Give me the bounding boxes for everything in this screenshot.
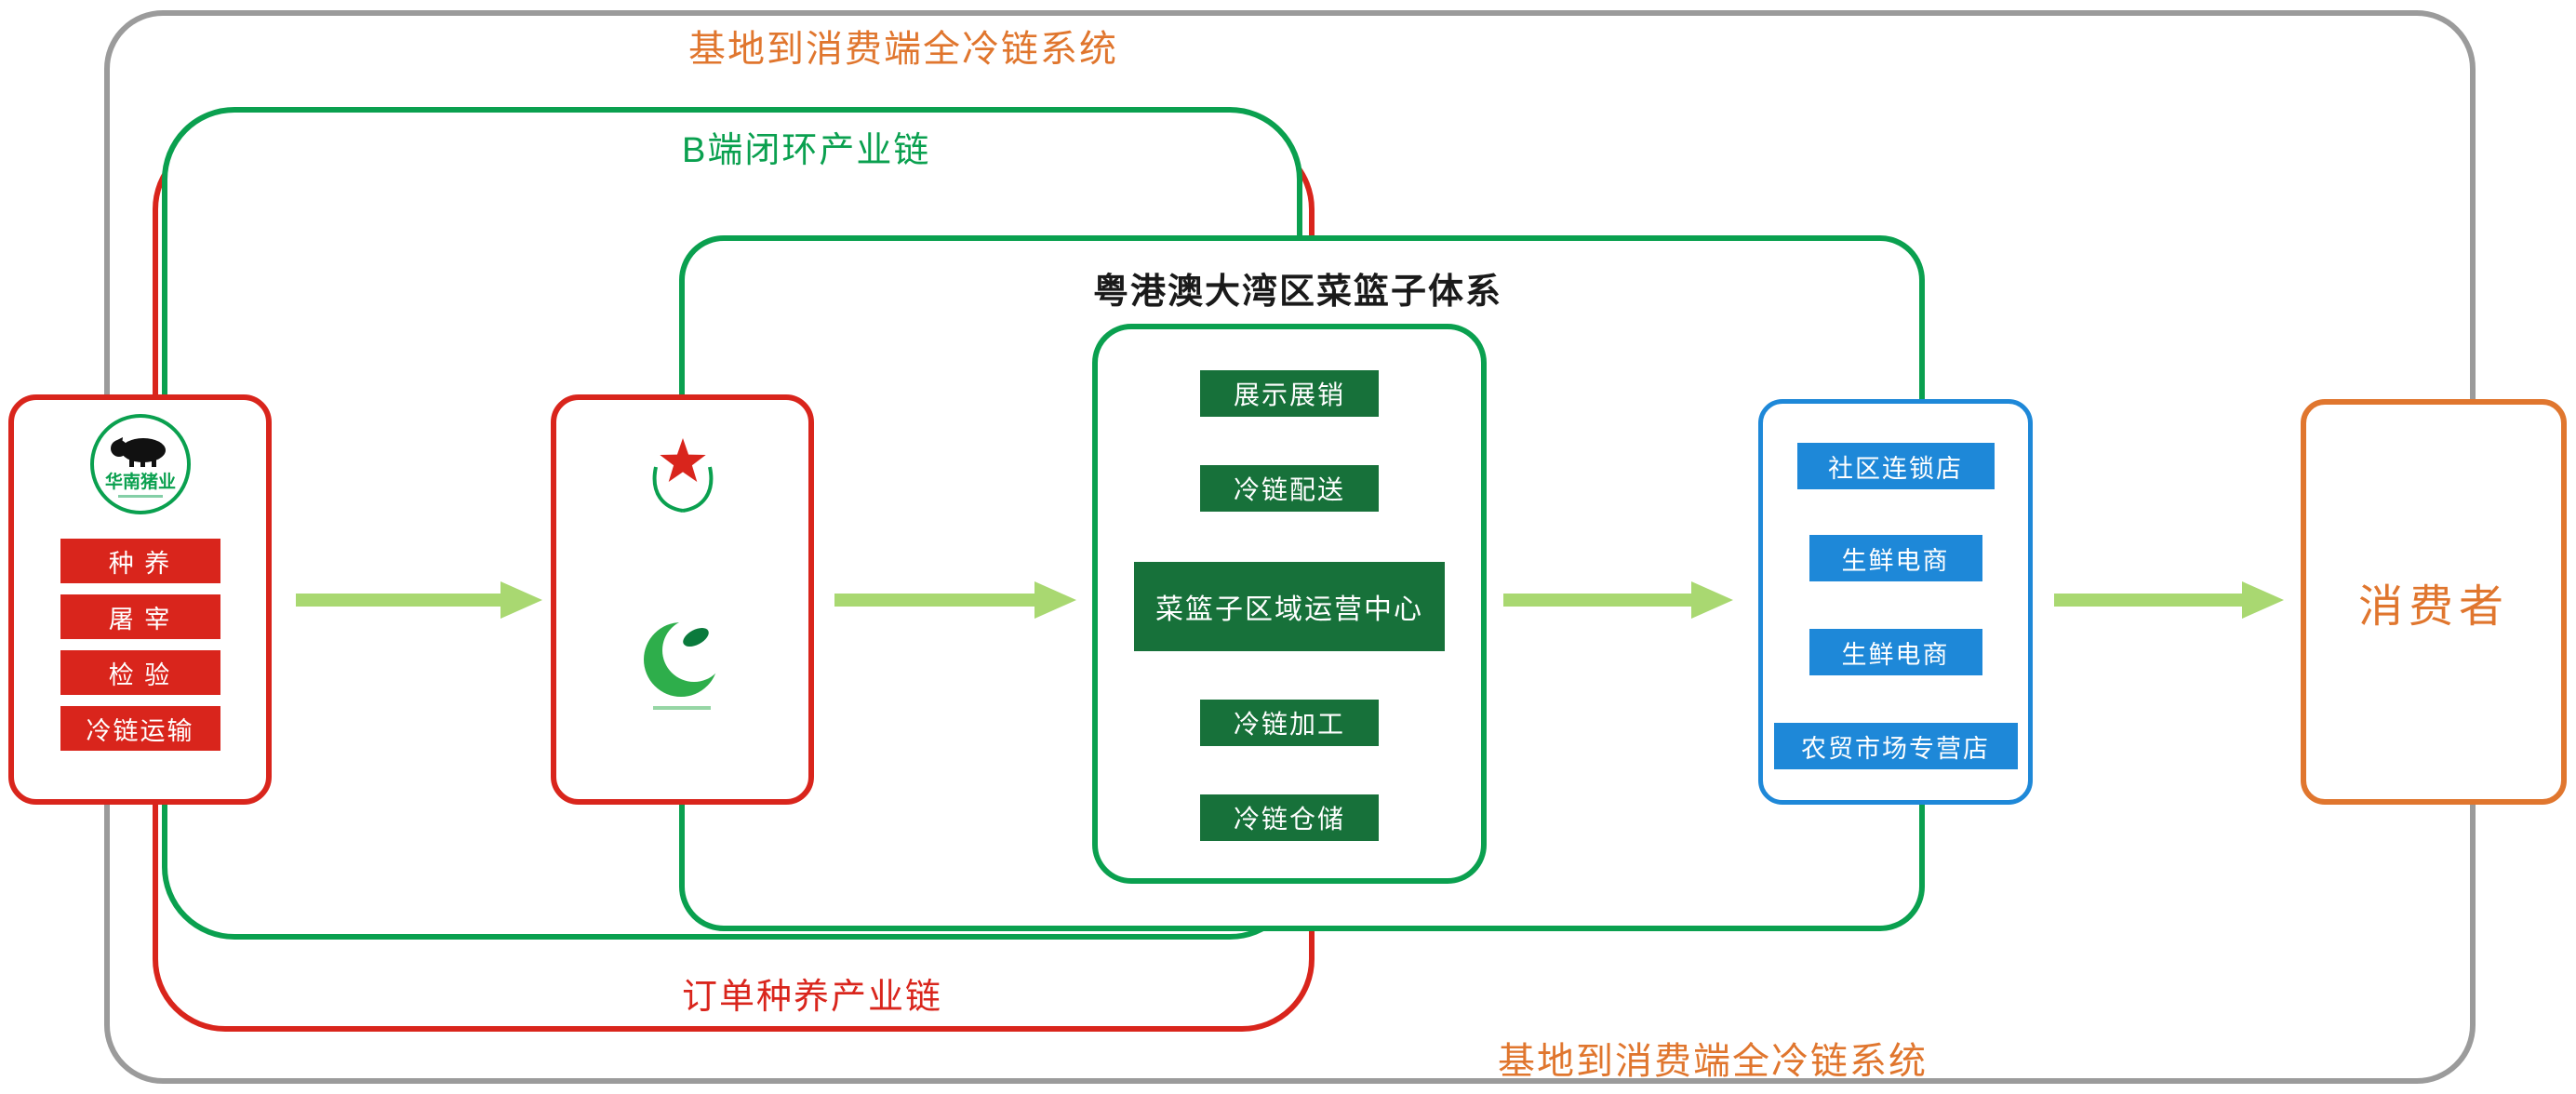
order-chain-label: 订单种养产业链: [682, 978, 943, 1017]
leaf-icon: [682, 628, 709, 647]
retail-item-community-chain: 社区连锁店: [1796, 443, 1995, 489]
basket-logo-subtext-bar: [652, 706, 711, 710]
flow-arrow-2: [834, 581, 1076, 619]
outer-frame-top-title: 基地到消费端全冷链系统: [688, 29, 1118, 70]
flow-arrow-3: [1503, 581, 1733, 619]
basket-system-title: 粤港澳大湾区菜篮子体系: [1092, 273, 1503, 312]
retail-item-fresh-ecommerce-1: 生鲜电商: [1809, 535, 1982, 581]
retail-item-farmers-market: 农贸市场专营店: [1773, 723, 2018, 769]
wreath-left-icon: [652, 466, 683, 513]
basket-item-coldchain-storage: 冷链仓储: [1200, 794, 1379, 841]
basket-item-coldchain-processing: 冷链加工: [1200, 700, 1379, 746]
wreath-right-icon: [682, 466, 713, 513]
basket-item-exhibition: 展示展销: [1200, 370, 1379, 417]
basket-operations-box: 展示展销 冷链配送 菜篮子区域运营中心 冷链加工 冷链仓储: [1092, 324, 1487, 884]
basket-brand-logo: [643, 619, 726, 710]
producer-box: 华南猪业 种 养 屠 宰 检 验 冷链运输: [8, 394, 272, 805]
producer-item-coldchain-transport: 冷链运输: [60, 706, 220, 751]
basket-item-regional-center: 菜篮子区域运营中心: [1134, 562, 1445, 651]
pig-silhouette-icon: [110, 437, 166, 467]
flow-arrow-1: [296, 581, 542, 619]
consumer-box: 消费者: [2301, 399, 2567, 805]
producer-item-slaughter: 屠 宰: [60, 594, 220, 639]
red-star-icon: [659, 438, 706, 482]
certification-box: [551, 394, 814, 805]
basket-item-coldchain-delivery: 冷链配送: [1200, 465, 1379, 512]
b-side-chain-label: B端闭环产业链: [682, 131, 931, 170]
consumer-label: 消费者: [2357, 582, 2509, 632]
outer-frame-bottom-title: 基地到消费端全冷链系统: [1498, 1041, 1928, 1082]
producer-item-breeding: 种 养: [60, 539, 220, 583]
retail-channels-box: 社区连锁店 生鲜电商 生鲜电商 农贸市场专营店: [1758, 399, 2033, 805]
retail-item-fresh-ecommerce-2: 生鲜电商: [1809, 629, 1982, 675]
producer-logo-name: 华南猪业: [104, 471, 175, 492]
producer-item-inspection: 检 验: [60, 650, 220, 695]
producer-logo-subtext-bar: [117, 495, 163, 498]
cert-emblem-logo: [652, 438, 713, 513]
huanan-pig-logo: 华南猪业: [89, 414, 191, 514]
flow-arrow-4: [2054, 581, 2284, 619]
swoosh-cutout-icon: [661, 619, 726, 682]
